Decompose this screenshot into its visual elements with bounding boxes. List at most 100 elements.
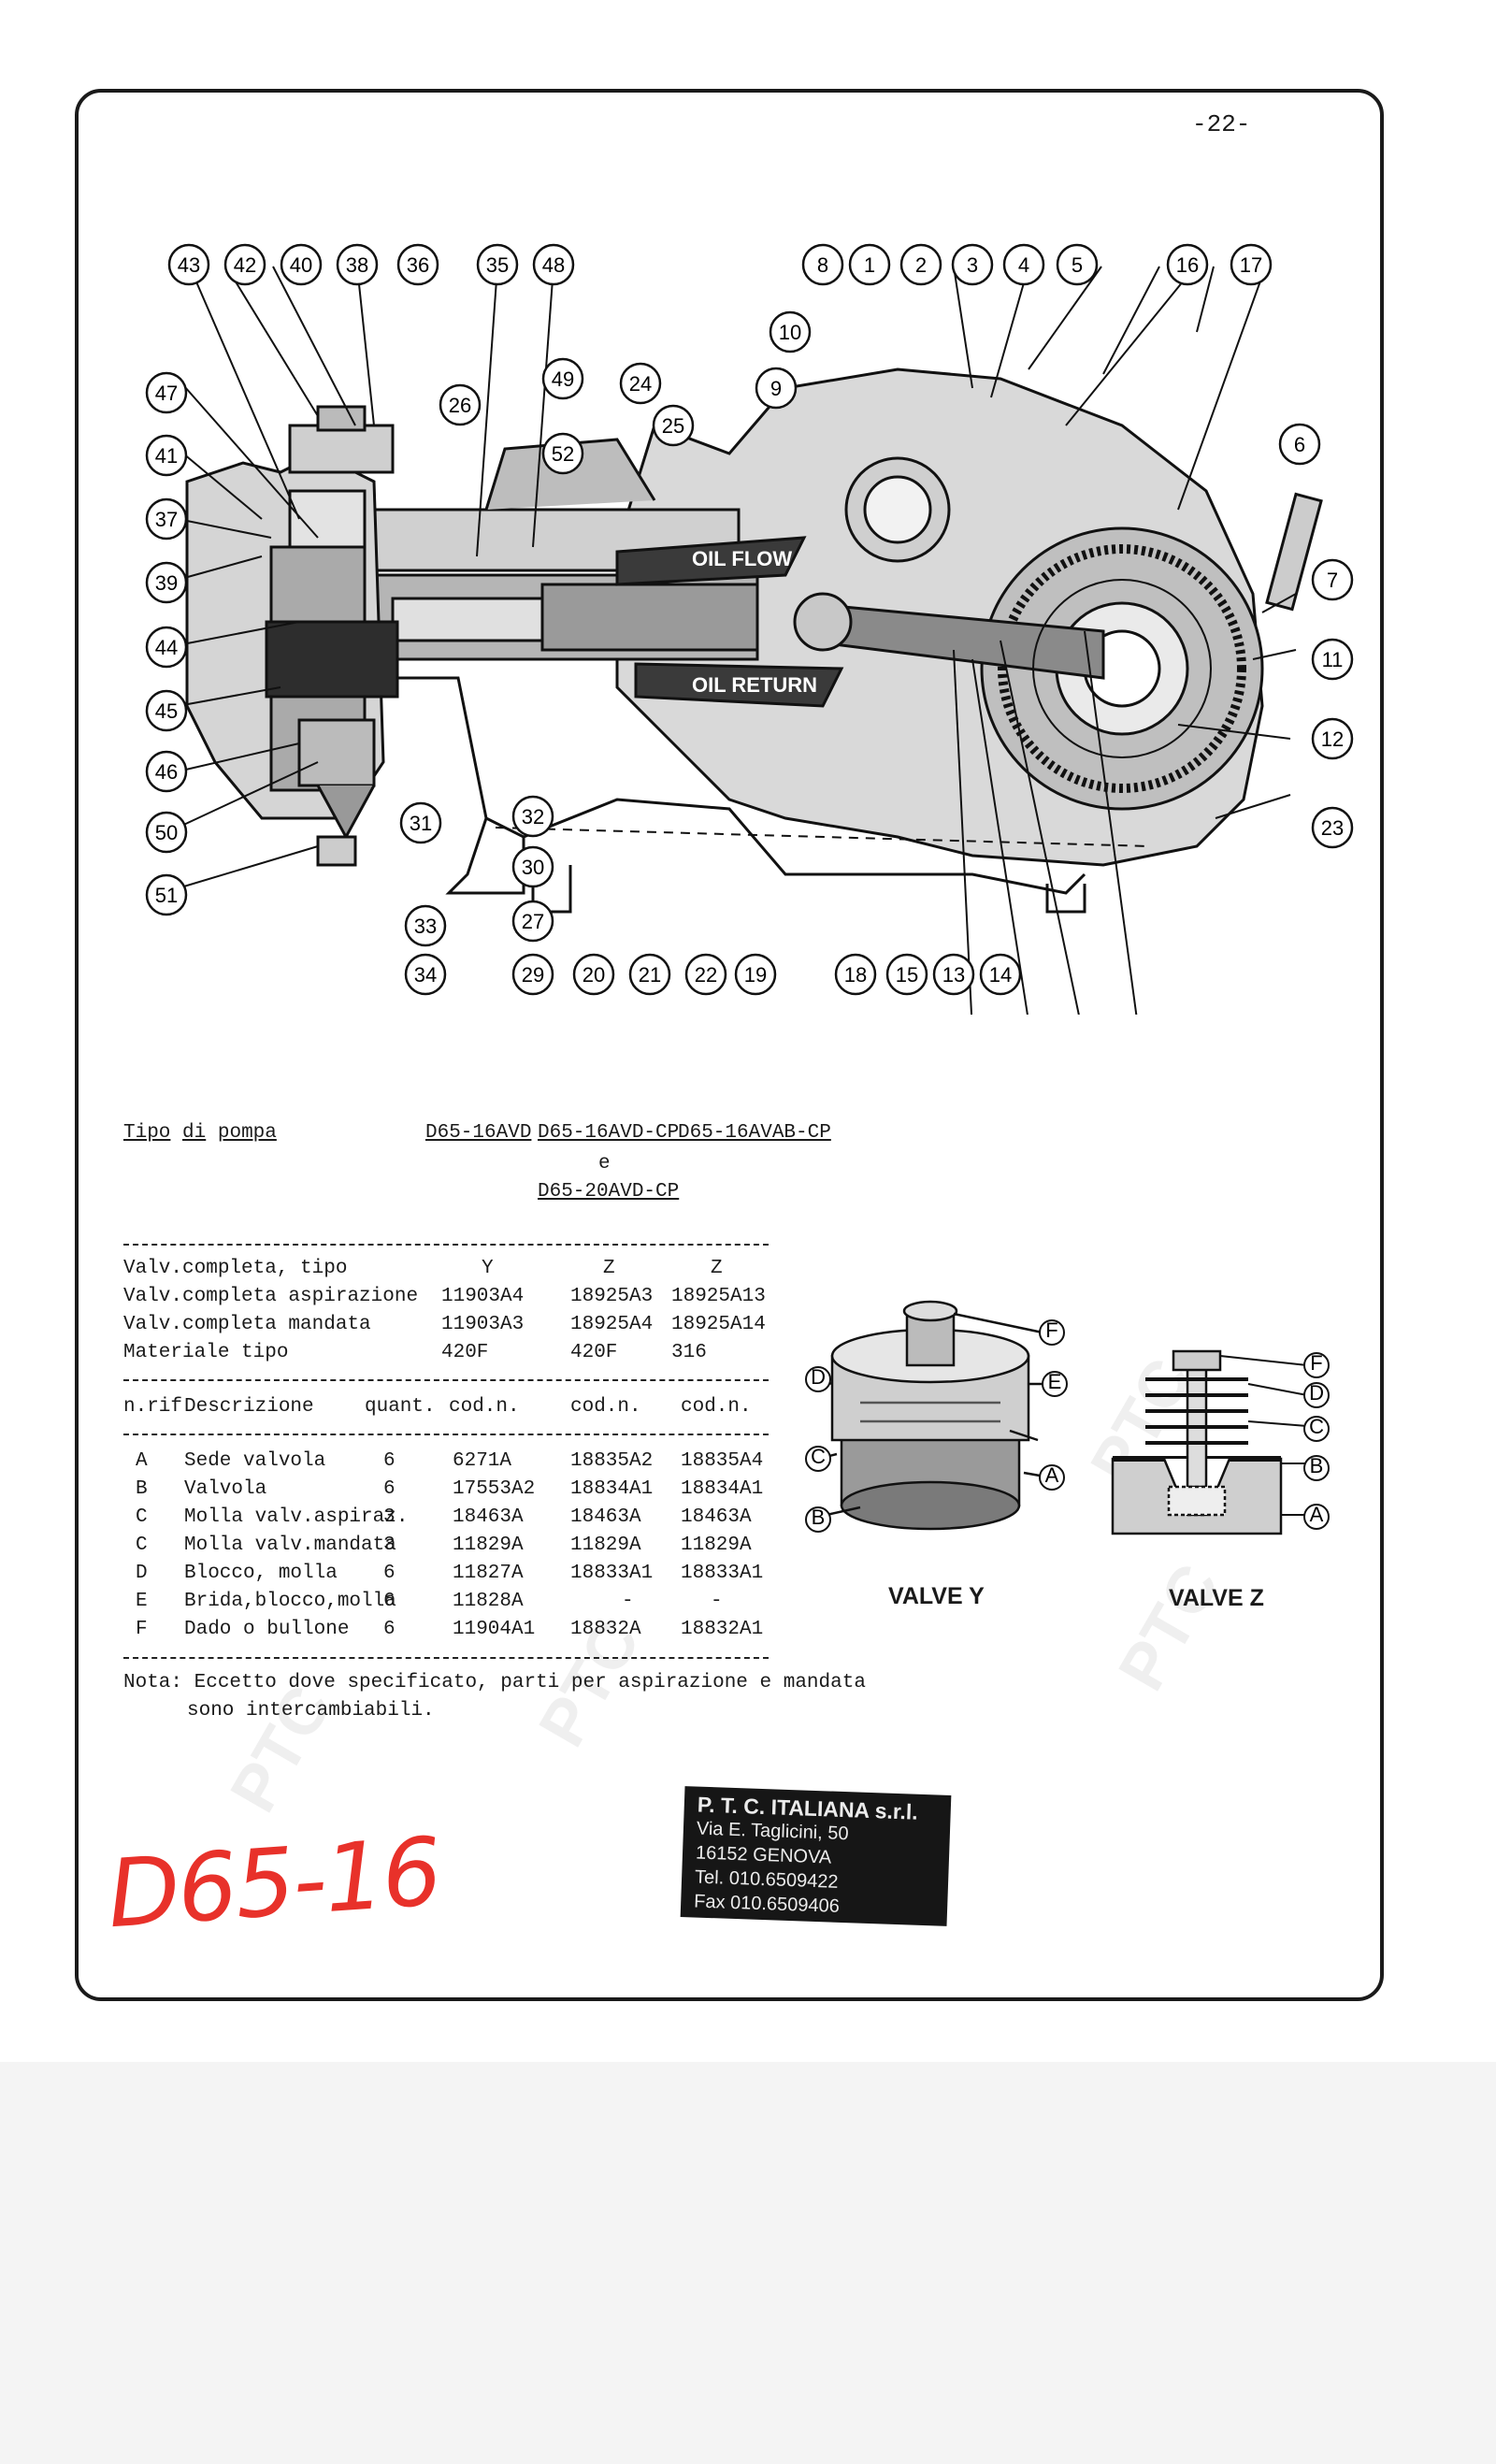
- note-line-2: sono intercambiabili.: [187, 1700, 435, 1722]
- part-qty: 6: [383, 1591, 396, 1612]
- part-code3: 18463A: [681, 1506, 752, 1528]
- valve-z-callout: D: [1303, 1381, 1330, 1408]
- callout: 41: [145, 434, 188, 477]
- spec-row-v1: 11903A3: [441, 1314, 525, 1335]
- svg-text:6: 6: [1294, 433, 1305, 456]
- pump-model-col2-alt: D65-20AVD-CP: [538, 1181, 680, 1203]
- pump-type-label: Tipo di pompa: [123, 1122, 277, 1144]
- callout: 9: [755, 367, 798, 410]
- part-desc: Brida,blocco,molla: [184, 1591, 396, 1612]
- part-ref: E: [136, 1591, 148, 1612]
- svg-text:33: 33: [414, 915, 437, 938]
- spec-row-v1: Y: [482, 1258, 494, 1279]
- svg-text:39: 39: [155, 571, 178, 595]
- part-code3: 11829A: [681, 1535, 752, 1556]
- part-code2: -: [622, 1591, 634, 1612]
- spec-row-v2: 18925A3: [570, 1286, 654, 1307]
- callout: 17: [1230, 243, 1273, 286]
- pump-model-join: e: [598, 1153, 611, 1174]
- svg-text:8: 8: [817, 253, 828, 277]
- callout: 49: [541, 357, 584, 400]
- callout: 24: [619, 362, 662, 405]
- callout: 29: [511, 953, 554, 996]
- pump-model-col1: D65-16AVD: [425, 1122, 532, 1144]
- divider: [123, 1657, 769, 1659]
- valve-y-label: VALVE Y: [888, 1583, 985, 1609]
- svg-text:46: 46: [155, 760, 178, 784]
- callout: 7: [1311, 558, 1354, 601]
- part-desc: Valvola: [184, 1478, 267, 1500]
- svg-text:3: 3: [967, 253, 978, 277]
- callout: 22: [684, 953, 727, 996]
- svg-text:29: 29: [522, 963, 544, 987]
- svg-text:F: F: [1310, 1351, 1322, 1375]
- part-qty: 6: [383, 1619, 396, 1640]
- svg-text:51: 51: [155, 884, 178, 907]
- svg-text:48: 48: [542, 253, 565, 277]
- svg-text:F: F: [1045, 1318, 1057, 1342]
- spec-row-label: Valv.completa aspirazione: [123, 1286, 419, 1307]
- svg-text:40: 40: [290, 253, 312, 277]
- callout: 34: [404, 953, 447, 996]
- callout: 3: [951, 243, 994, 286]
- svg-text:D: D: [811, 1365, 826, 1389]
- valve-drawings: F D E C A B F D C B A: [805, 1300, 1330, 1535]
- oil-flow-label: OIL FLOW: [692, 547, 792, 570]
- spec-row-v2: 420F: [570, 1342, 618, 1363]
- part-code1: 6271A: [453, 1450, 512, 1472]
- callout: 40: [280, 243, 323, 286]
- part-ref: C: [136, 1506, 148, 1528]
- callout: 46: [145, 750, 188, 793]
- svg-text:1: 1: [864, 253, 875, 277]
- company-stamp: P. T. C. ITALIANA s.r.l. Via E. Taglicin…: [680, 1786, 952, 1926]
- callout: 33: [404, 904, 447, 947]
- svg-text:27: 27: [522, 910, 544, 933]
- svg-text:11: 11: [1322, 648, 1344, 671]
- svg-text:36: 36: [407, 253, 429, 277]
- callout: 52: [541, 432, 584, 475]
- callout: 10: [769, 310, 812, 353]
- divider: [123, 1434, 769, 1435]
- callout: 37: [145, 497, 188, 540]
- pump-cross-section-diagram: OIL FLOW OIL RETURN 43 42 40 38 36 35 48…: [145, 243, 1354, 1015]
- svg-text:B: B: [1310, 1454, 1324, 1477]
- svg-text:25: 25: [662, 414, 684, 438]
- svg-text:18: 18: [844, 963, 867, 987]
- callout: 51: [145, 873, 188, 916]
- svg-text:9: 9: [770, 377, 782, 400]
- part-qty: 3: [383, 1506, 396, 1528]
- callout: 2: [899, 243, 942, 286]
- part-code3: 18835A4: [681, 1450, 764, 1472]
- pump-model-col2: D65-16AVD-CP: [538, 1122, 680, 1144]
- svg-text:C: C: [1309, 1415, 1324, 1438]
- callout: 13: [932, 953, 975, 996]
- svg-text:14: 14: [989, 963, 1012, 987]
- spec-row-v3: 18925A14: [671, 1314, 766, 1335]
- part-ref: D: [136, 1563, 148, 1584]
- part-code1: 11827A: [453, 1563, 524, 1584]
- callout: 50: [145, 811, 188, 854]
- svg-text:20: 20: [583, 963, 605, 987]
- part-ref: B: [136, 1478, 148, 1500]
- part-code3: 18833A1: [681, 1563, 764, 1584]
- callout: 23: [1311, 806, 1354, 849]
- callout: 44: [145, 626, 188, 669]
- callout-group: 43 42 40 38 36 35 48 49 24 26 47 41 37 3…: [145, 243, 1354, 996]
- valve-z-label: VALVE Z: [1169, 1585, 1264, 1611]
- svg-text:38: 38: [346, 253, 368, 277]
- svg-text:24: 24: [629, 372, 652, 396]
- header-qty: quant.: [365, 1396, 436, 1418]
- callout: 39: [145, 561, 188, 604]
- svg-text:21: 21: [639, 963, 661, 987]
- callout: 4: [1002, 243, 1045, 286]
- svg-text:31: 31: [410, 812, 432, 835]
- part-code2: 18463A: [570, 1506, 641, 1528]
- part-code2: 18833A1: [570, 1563, 654, 1584]
- callout: 20: [572, 953, 615, 996]
- svg-text:13: 13: [942, 963, 965, 987]
- part-code1: 18463A: [453, 1506, 524, 1528]
- spec-row-v3: Z: [711, 1258, 723, 1279]
- valve-z-drawing: [1111, 1349, 1308, 1535]
- callout: 32: [511, 795, 554, 838]
- note-line-1: Nota: Eccetto dove specificato, parti pe…: [123, 1672, 866, 1693]
